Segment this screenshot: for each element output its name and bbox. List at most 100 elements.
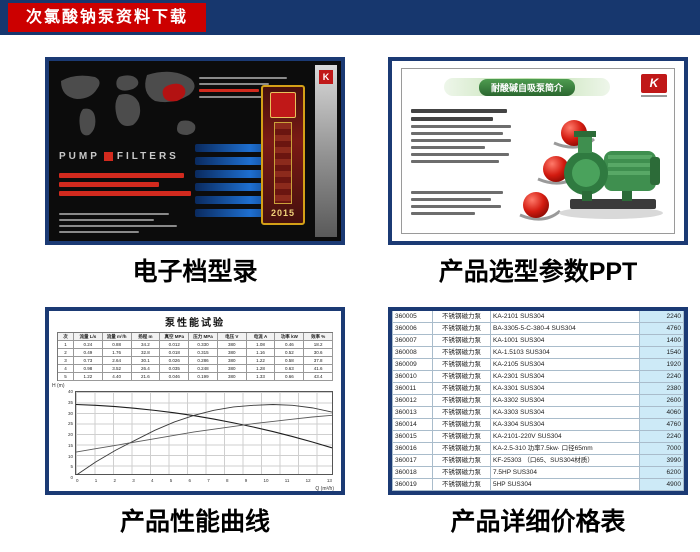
text-line-decor — [411, 109, 507, 113]
price-row: 360005 不锈钢磁力泵 KA-2101 SUS304 2240 — [393, 311, 684, 323]
test-table-cell: 0.248 — [189, 365, 218, 373]
y-tick: 35 — [67, 399, 73, 405]
item-code: 360015 — [393, 431, 433, 443]
item-name: 不锈钢磁力泵 — [433, 383, 491, 395]
feature-bars — [195, 139, 287, 222]
catalog-spine: K — [315, 65, 337, 237]
test-table-cell: 4.40 — [102, 373, 132, 381]
item-name: 不锈钢磁力泵 — [433, 311, 491, 323]
test-table-cell: 1.76 — [102, 349, 132, 357]
item-model: KA-2101 SUS304 — [491, 311, 640, 323]
test-table-cell: 0.46 — [275, 341, 305, 349]
text-line-decor — [59, 191, 191, 196]
ppt-slide: K 耐酸碱自吸泵简介 — [401, 68, 675, 234]
item-code: 360013 — [393, 407, 433, 419]
test-table-cell: 0.046 — [160, 373, 190, 381]
item-price: 2240 — [640, 431, 684, 443]
item-code: 360010 — [393, 371, 433, 383]
test-table-cell: 0.286 — [189, 357, 218, 365]
text-line-decor — [411, 125, 511, 128]
item-price: 1540 — [640, 347, 684, 359]
item-price: 2380 — [640, 383, 684, 395]
y-tick: 20 — [67, 432, 73, 437]
test-table-cell: 0.88 — [102, 341, 132, 349]
test-table-cell: 1.33 — [246, 373, 276, 381]
price-row: 360017 不锈钢磁力泵 KF-25303 （口65、SUS304材质） 39… — [393, 455, 684, 467]
item-price: 6200 — [640, 467, 684, 479]
logo-subtext-decor — [641, 95, 667, 97]
blue-bar-decor — [195, 196, 287, 204]
stamp-year: 2015 — [270, 208, 296, 218]
page-header: 次氯酸钠泵资料下载 — [0, 0, 700, 35]
item-name: 不锈钢磁力泵 — [433, 347, 491, 359]
pump-foot — [622, 191, 632, 201]
price-row: 360006 不锈钢磁力泵 BA-3305-5-C-380-4 SUS304 4… — [393, 323, 684, 335]
card-catalog: PUMP FILTERS — [45, 57, 345, 293]
pump-base — [570, 199, 656, 209]
page-title: 次氯酸钠泵资料下载 — [8, 2, 207, 33]
item-model: KA-3304 SUS304 — [491, 419, 640, 431]
test-table-cell: 0.52 — [275, 349, 305, 357]
y-tick: 40 — [67, 389, 73, 394]
item-price: 1400 — [640, 335, 684, 347]
motor-fin — [608, 163, 652, 167]
slide-title: 耐酸碱自吸泵简介 — [478, 78, 575, 96]
test-table-cell: 4 — [58, 365, 74, 373]
test-table-cell: 5 — [58, 373, 74, 381]
item-price: 2240 — [640, 371, 684, 383]
item-name: 不锈钢磁力泵 — [433, 455, 491, 467]
x-axis-label: Q (m³/h) — [315, 486, 334, 492]
text-line-decor — [411, 191, 503, 194]
test-table-cell: 30.1 — [131, 357, 161, 365]
blue-bar-decor — [195, 183, 287, 191]
price-row: 360011 不锈钢磁力泵 KA-3301 SUS304 2380 — [393, 383, 684, 395]
ppt-thumbnail[interactable]: K 耐酸碱自吸泵简介 — [388, 57, 688, 245]
text-line-decor — [411, 205, 501, 208]
item-name: 不锈钢磁力泵 — [433, 419, 491, 431]
text-line-decor — [59, 182, 159, 187]
y-tick: 15 — [67, 442, 73, 448]
item-name: 不锈钢磁力泵 — [433, 371, 491, 383]
curve-thumbnail[interactable]: 泵性能试验 次 流量 L/s 流量 m³/h 扬程 m 真空 MPa 压力 MP… — [45, 307, 345, 495]
award-stamp: 2015 — [261, 85, 305, 225]
item-code: 360006 — [393, 323, 433, 335]
test-table-cell: 0.58 — [275, 357, 305, 365]
y-tick: 10 — [67, 453, 73, 459]
price-row: 360009 不锈钢磁力泵 KA-2105 SUS304 1920 — [393, 359, 684, 371]
item-code: 360016 — [393, 443, 433, 455]
catalog-thumbnail[interactable]: PUMP FILTERS — [45, 57, 345, 245]
red-seal-icon — [270, 92, 296, 118]
test-table-cell: 34.2 — [131, 341, 161, 349]
price-thumbnail[interactable]: 360005 不锈钢磁力泵 KA-2101 SUS304 2240 360006… — [388, 307, 688, 495]
text-line-decor — [199, 96, 283, 98]
power-curve — [76, 414, 332, 453]
test-table-cell: 380 — [217, 349, 247, 357]
test-table-cell: 43.4 — [304, 373, 333, 381]
test-table-cell: 0.035 — [160, 365, 190, 373]
test-table-cell: 0.018 — [160, 349, 190, 357]
text-line-decor — [411, 139, 511, 142]
blue-bar-decor — [195, 170, 287, 178]
price-table: 360005 不锈钢磁力泵 KA-2101 SUS304 2240 360006… — [392, 311, 684, 491]
x-tick: 2 — [113, 478, 117, 483]
pump-shadow — [559, 207, 663, 219]
y-tick: 0 — [70, 475, 73, 480]
test-table-header-cell: 效率 % — [304, 333, 333, 341]
slide-title-banner: 耐酸碱自吸泵简介 — [444, 78, 610, 96]
inlet-pipe — [578, 135, 592, 153]
test-data-rows: 1 0.24 0.88 34.2 0.012 0.330 380 1.08 0.… — [57, 341, 333, 381]
swoosh-arrow — [519, 209, 561, 221]
item-code: 360008 — [393, 347, 433, 359]
item-price: 4900 — [640, 479, 684, 491]
test-table-header-cell: 电流 A — [246, 333, 276, 341]
test-table-cell: 26.4 — [131, 365, 161, 373]
item-price: 4760 — [640, 323, 684, 335]
text-line-decor — [411, 160, 499, 163]
test-table-cell: 32.8 — [131, 349, 161, 357]
item-name: 不锈钢磁力泵 — [433, 359, 491, 371]
catalog-brand: PUMP FILTERS — [59, 151, 179, 162]
test-table-cell: 1 — [58, 341, 74, 349]
x-tick: 5 — [169, 478, 173, 483]
brand-k-logo: K — [641, 74, 667, 93]
